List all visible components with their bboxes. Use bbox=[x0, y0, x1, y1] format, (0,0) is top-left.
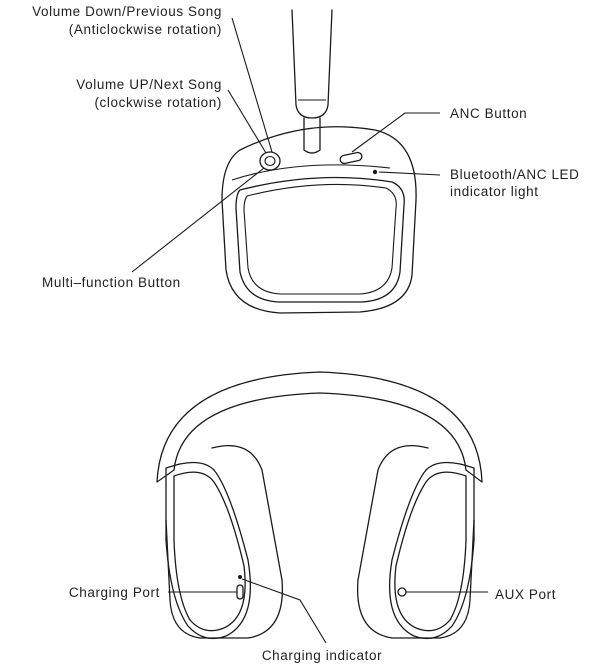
headband-stem bbox=[303, 117, 321, 154]
headphones-front bbox=[156, 371, 483, 640]
leader-multifunction bbox=[131, 167, 265, 273]
bottom-labels: Charging Port AUX Port Charging indicato… bbox=[69, 585, 556, 663]
right-cup-side bbox=[389, 461, 475, 640]
top-leaders bbox=[131, 17, 441, 273]
leader-volume-up bbox=[227, 89, 267, 154]
label-volume-up-1: Volume UP/Next Song bbox=[76, 77, 222, 92]
volume-wheel-inner bbox=[264, 155, 276, 167]
label-charging-indicator: Charging indicator bbox=[262, 648, 382, 663]
leader-volume-down bbox=[231, 17, 273, 153]
label-volume-up-2: (clockwise rotation) bbox=[94, 95, 222, 110]
volume-wheel bbox=[259, 151, 281, 171]
leader-anc bbox=[351, 112, 440, 153]
label-anc-button: ANC Button bbox=[450, 106, 527, 121]
label-led-2: indicator light bbox=[450, 184, 539, 199]
left-cup-face bbox=[173, 471, 246, 632]
headband-inner bbox=[173, 392, 467, 471]
left-cup-back bbox=[165, 444, 284, 639]
leader-charging-indicator bbox=[241, 578, 327, 644]
label-led-1: Bluetooth/ANC LED bbox=[450, 167, 580, 182]
right-cup-back bbox=[356, 444, 475, 639]
label-volume-down-2: (Anticlockwise rotation) bbox=[69, 22, 222, 37]
charging-indicator-dot bbox=[238, 575, 242, 579]
headband-outer bbox=[156, 371, 483, 483]
ear-cushion-inner bbox=[243, 183, 397, 295]
top-labels: Volume Down/Previous Song (Anticlockwise… bbox=[32, 4, 579, 290]
right-cup-face bbox=[394, 471, 467, 632]
earcup-housing-rim bbox=[231, 164, 391, 181]
earcup-housing-outer bbox=[221, 126, 417, 314]
charging-port-shape bbox=[236, 584, 244, 600]
anc-button-shape bbox=[339, 151, 363, 165]
earcup-closeup bbox=[221, 9, 417, 314]
label-multifunction: Multi–function Button bbox=[42, 275, 181, 290]
ear-cushion bbox=[235, 176, 405, 303]
bottom-leaders bbox=[168, 578, 488, 644]
label-aux-port: AUX Port bbox=[495, 587, 556, 602]
headband-arm bbox=[291, 9, 333, 119]
aux-port-shape bbox=[397, 587, 407, 597]
label-volume-down-1: Volume Down/Previous Song bbox=[32, 4, 222, 19]
leader-led bbox=[378, 171, 441, 176]
led-dot bbox=[372, 169, 378, 175]
label-charging-port: Charging Port bbox=[69, 585, 160, 600]
left-cup-side bbox=[165, 461, 251, 640]
